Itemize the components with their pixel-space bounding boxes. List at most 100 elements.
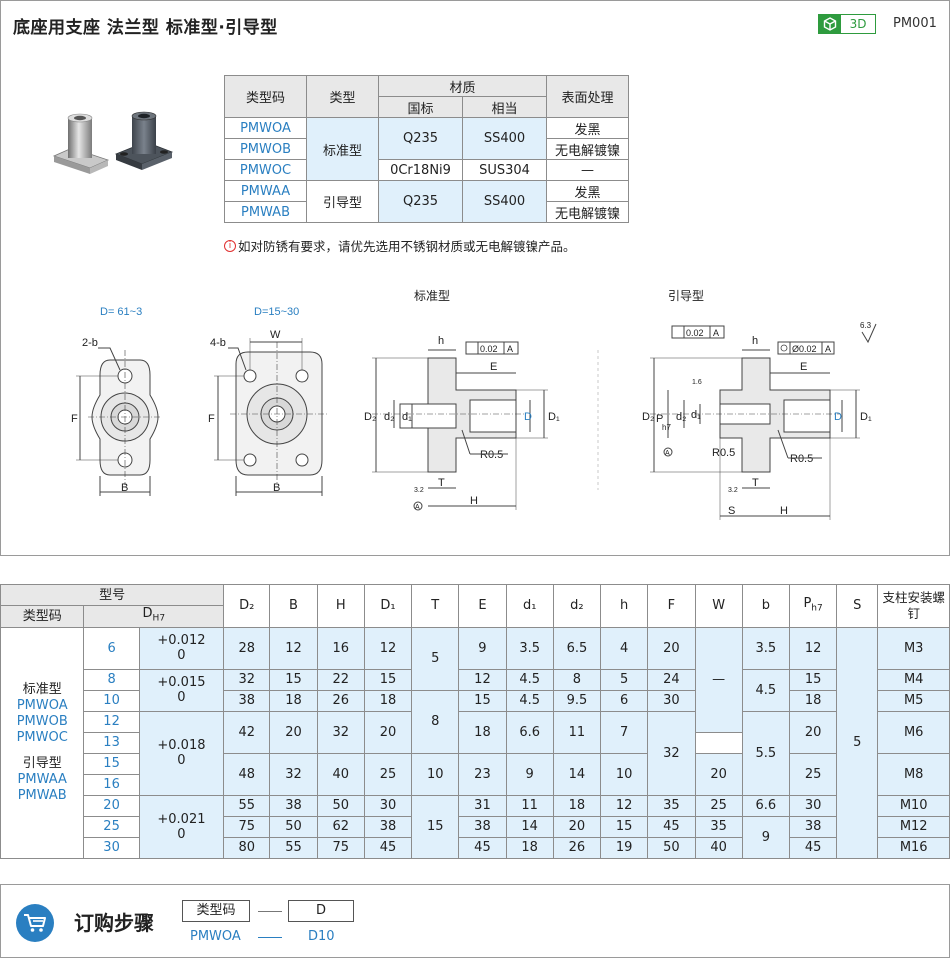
dim-h-big-label: H bbox=[470, 495, 478, 507]
header-e: E bbox=[458, 584, 507, 628]
equivalent-cell: SUS304 bbox=[462, 159, 547, 181]
d-value: 13 bbox=[83, 731, 140, 754]
header-d2: D₂ bbox=[223, 584, 271, 628]
d-value: 16 bbox=[83, 773, 140, 796]
cube-icon bbox=[819, 15, 841, 33]
type-cell: 引导型 bbox=[306, 180, 379, 223]
radius-label: R0.5 bbox=[712, 447, 735, 459]
header-equivalent: 相当 bbox=[462, 96, 547, 118]
roughness-mark: 6.3 bbox=[860, 321, 872, 330]
radius-label: R0.5 bbox=[790, 453, 813, 465]
header-s: S bbox=[836, 584, 879, 628]
cart-icon bbox=[16, 904, 54, 942]
header-b-small: b bbox=[741, 584, 790, 628]
national-cell: Q235 bbox=[378, 180, 463, 223]
view2-label: D=15~30 bbox=[254, 306, 299, 318]
dim-d2-big-label: D₂ bbox=[642, 411, 654, 423]
dim-d1-big-label: D₁ bbox=[860, 411, 872, 423]
header-model: 型号 bbox=[0, 584, 225, 606]
header-h: H bbox=[316, 584, 365, 628]
product-code: PM001 bbox=[893, 16, 937, 31]
d-value: 6 bbox=[83, 626, 140, 670]
surface-cell: 无电解镀镍 bbox=[546, 201, 629, 223]
dim-p-label: P bbox=[656, 413, 663, 425]
header-f: F bbox=[647, 584, 696, 628]
dim-d2-small-label: d₂ bbox=[676, 411, 686, 423]
type-code-cell: PMWOA bbox=[224, 117, 307, 139]
3d-label: 3D bbox=[849, 17, 867, 31]
header-type-code: 类型码 bbox=[0, 605, 85, 628]
dim-d2-small-label: d₂ bbox=[384, 411, 394, 423]
view-large-flange: D=15~30 W B F 4-b bbox=[208, 306, 328, 496]
type-code-cell: PMWOC bbox=[224, 159, 307, 181]
order-dash bbox=[258, 911, 282, 912]
notice-text: 如对防锈有要求，请优先选用不锈钢材质或无电解镀镍产品。 bbox=[238, 239, 576, 254]
equivalent-cell: SS400 bbox=[462, 117, 547, 160]
datum-ref-label: A bbox=[713, 328, 719, 338]
datum-ref-label: A bbox=[507, 344, 513, 354]
dim-4b-label: 4-b bbox=[210, 337, 226, 349]
datum-ref-label: A bbox=[825, 344, 831, 354]
datum-marker: A bbox=[415, 504, 420, 511]
d-value: 12 bbox=[83, 710, 140, 733]
type-cell: 标准型 bbox=[306, 117, 379, 181]
dim-2b-label: 2-b bbox=[82, 337, 98, 349]
d-value: 15 bbox=[83, 752, 140, 775]
dim-s-label: S bbox=[728, 505, 735, 517]
dim-d1-small-label: d₁ bbox=[691, 409, 701, 421]
type-code-cell: PMWAA bbox=[224, 180, 307, 202]
flatness-tolerance: 0.02 bbox=[686, 328, 704, 338]
3d-model-button[interactable]: 3D bbox=[818, 14, 876, 34]
order-dash bbox=[258, 937, 282, 938]
header-b: B bbox=[269, 584, 318, 628]
dim-h-big-label: H bbox=[780, 505, 788, 517]
roughness-mark: 1.6 bbox=[692, 379, 702, 386]
dim-f-label: F bbox=[71, 413, 78, 425]
order-title: 订购步骤 bbox=[74, 911, 154, 935]
roughness-mark: 3.2 bbox=[414, 487, 424, 494]
d-value: 10 bbox=[83, 689, 140, 712]
view-small-flange: D= 61~3 B F 2-b bbox=[71, 306, 162, 496]
std-section-label: 标准型 bbox=[414, 289, 450, 303]
dim-p-sub-label: h7 bbox=[662, 423, 671, 432]
header-d: DH7 bbox=[83, 605, 225, 628]
header-d1: D₁ bbox=[363, 584, 413, 628]
spec-table: 型号 D₂ B H D₁ T E d₁ d₂ h F W b Ph7 S 支柱安… bbox=[0, 584, 950, 859]
header-national: 国标 bbox=[378, 96, 463, 118]
dim-h-small-label: h bbox=[438, 335, 444, 347]
product-photo bbox=[52, 111, 174, 174]
dim-dh7-label: D bbox=[524, 411, 532, 423]
coaxiality-tolerance: Ø0.02 bbox=[792, 344, 817, 354]
dim-e-label: E bbox=[800, 361, 807, 373]
datum-marker: A bbox=[665, 450, 670, 457]
header-w: W bbox=[694, 584, 743, 628]
type-code-cell: PMWOB bbox=[224, 138, 307, 160]
header-p: Ph7 bbox=[788, 584, 838, 628]
d-value: 25 bbox=[83, 815, 140, 838]
d-value: 8 bbox=[83, 668, 140, 691]
dim-dh7-label: D bbox=[834, 411, 842, 423]
info-icon: i bbox=[224, 239, 236, 252]
header-d1-small: d₁ bbox=[505, 584, 554, 628]
dim-e-label: E bbox=[490, 361, 497, 373]
header-type-code: 类型码 bbox=[224, 75, 307, 118]
national-cell: Q235 bbox=[378, 117, 463, 160]
dim-t-label: T bbox=[438, 477, 445, 489]
dim-w-label: W bbox=[270, 329, 281, 341]
d-value: 20 bbox=[83, 794, 140, 817]
order-box-type-code: 类型码 bbox=[182, 900, 250, 922]
dim-b-label: B bbox=[121, 482, 128, 494]
dim-h-small-label: h bbox=[752, 335, 758, 347]
dim-f-label: F bbox=[208, 413, 215, 425]
view1-label: D= 61~3 bbox=[100, 306, 142, 318]
order-example-code: PMWOA bbox=[190, 929, 241, 944]
surface-cell: 发黑 bbox=[546, 117, 629, 139]
type-code-list: 标准型 PMWOA PMWOB PMWOC 引导型 PMWAA PMWAB bbox=[0, 626, 85, 859]
type-code-cell: PMWAB bbox=[224, 201, 307, 223]
header-t: T bbox=[411, 584, 460, 628]
header-d2-small: d₂ bbox=[552, 584, 602, 628]
